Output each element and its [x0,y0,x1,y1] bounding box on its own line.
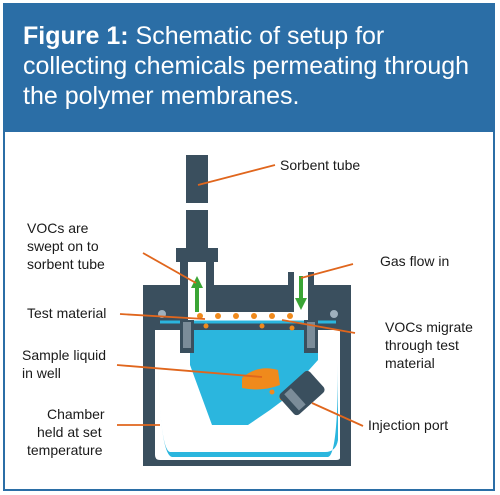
sample-well [190,330,318,425]
voc-droplet [259,323,265,329]
voc-droplet [215,313,221,319]
figure-caption: Figure 1: Schematic of setup for collect… [23,21,483,111]
labels: Sorbent tube VOCs are swept on to sorben… [22,157,473,458]
clamp-left-screw [183,322,191,348]
leader-lines [116,164,364,427]
injection-port [279,370,325,416]
label-vocs-swept-2: swept on to [27,238,99,254]
figure-caption-text: Schematic of setup for collecting chemic… [23,22,470,110]
figure-panel: Figure 1: Schematic of setup for collect… [3,3,495,491]
label-chamber-1: Chamber [47,406,105,422]
figure-label: Figure 1: [23,22,129,50]
leader-vocs-migrate [281,319,356,334]
label-gas-flow-in: Gas flow in [380,253,449,269]
outlet-fitting-collar [176,248,218,262]
leader-vocs-swept [142,252,197,284]
membrane-gap [188,312,308,322]
leader-sample-liquid [116,364,263,378]
sample-liquid-surface [242,368,280,390]
label-injection-port: Injection port [368,417,448,433]
lid-bolt-right [329,309,339,319]
leader-sorbent-tube [197,164,276,186]
lid-plate [143,285,351,315]
label-chamber-2: held at set [37,424,102,440]
voc-droplet [289,325,295,331]
leader-injection-port [311,402,364,427]
sorbent-tube-upper [186,155,208,203]
label-chamber-3: temperature [27,442,103,458]
label-vocs-migrate-2: through test [385,337,459,353]
figure-header: Figure 1: Schematic of setup for collect… [5,5,493,132]
voc-droplet [203,323,209,329]
voc-droplet [287,313,293,319]
leader-test-material [119,313,206,320]
voc-droplet [269,313,275,319]
clamp-right-screw [307,322,315,348]
label-sample-liquid-1: Sample liquid [22,347,106,363]
sorbent-tube-assembly [176,155,218,318]
voc-droplet [269,389,275,395]
voc-droplet [197,313,203,319]
label-vocs-migrate-1: VOCs migrate [385,319,473,335]
gas-inlet [288,272,314,318]
label-test-material: Test material [27,305,106,321]
label-vocs-migrate-3: material [385,355,435,371]
injection-port-septum [284,388,306,411]
sorbent-tube-lower [186,210,208,248]
voc-droplet [251,313,257,319]
voc-droplet [233,313,239,319]
leader-gas-flow [300,263,354,279]
label-vocs-swept-3: sorbent tube [27,256,105,272]
label-vocs-swept-1: VOCs are [27,220,89,236]
injection-port-cap [279,370,325,416]
label-sorbent-tube: Sorbent tube [280,157,360,173]
label-sample-liquid-2: in well [22,365,61,381]
lid [143,285,351,353]
